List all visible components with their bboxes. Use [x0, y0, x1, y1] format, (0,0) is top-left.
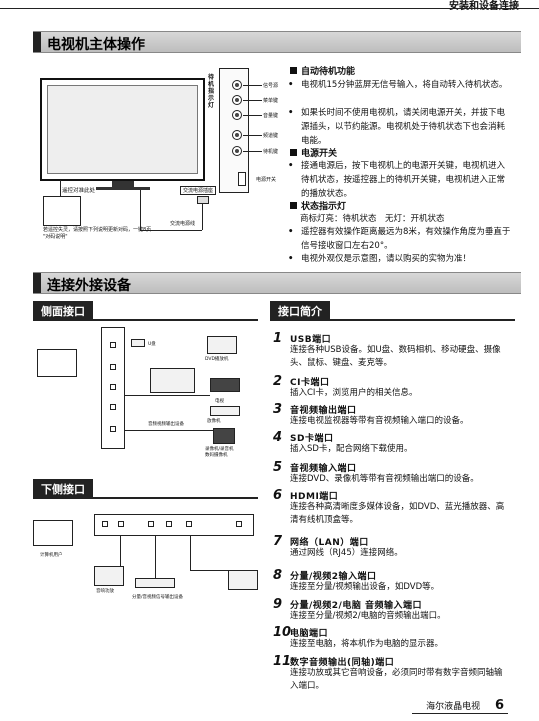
remote-title: 遥控对准此处 — [62, 188, 96, 194]
tv-illustration — [40, 78, 205, 181]
cable — [155, 536, 156, 578]
footer-brand: 海尔液晶电视 — [426, 702, 481, 712]
remote-note: 若遥控失灵，请按照下列说明更新对码，一键8页 "对码说明" — [43, 227, 152, 240]
hdmi-port-icon — [102, 521, 108, 527]
control-label: 菜单键 — [263, 98, 279, 104]
header-rule — [0, 8, 539, 9]
power-cable — [140, 190, 141, 230]
av-in-port-icon — [110, 426, 116, 432]
component-port-icon — [148, 521, 154, 527]
tab-bottom-ports: 下侧接口 — [33, 479, 93, 497]
tv-small-icon — [37, 349, 77, 377]
menu-button-icon — [232, 95, 242, 105]
lan-port-icon — [118, 521, 124, 527]
coax-port-icon — [236, 521, 242, 527]
power-switch-label: 电源开关 — [256, 177, 277, 183]
tab-underline — [33, 497, 258, 499]
header-title: 安装和设备连接 — [449, 1, 519, 12]
standby-bullet: •电视机15分钟蓝屏无信号输入，将自动转入待机状态。 — [288, 80, 508, 90]
indicator-bullet: •遥控器有效操作距离最远为8米，有效操作角度为垂直于信号接收窗口左右20°。 — [288, 227, 511, 251]
device-label: 放像机 — [207, 419, 221, 424]
standby-bullet: •如果长时间不使用电视机，请关闭电源开关，并拔下电源插头，以节约能源。电视机处于… — [288, 108, 506, 146]
ci-port-icon — [110, 364, 116, 370]
cable — [120, 536, 121, 566]
speaker-icon — [94, 566, 124, 586]
device-label: 电视 — [215, 399, 224, 404]
laptop-icon — [228, 570, 258, 590]
power-heading: 电源开关 — [290, 146, 337, 159]
device-label: 计算机用户 — [40, 553, 63, 558]
section-external: 连接外接设备 — [33, 272, 521, 294]
top-header: 安装和设备连接 — [0, 0, 539, 12]
tab-underline — [33, 319, 258, 321]
power-outlet-label: 交流电源插座 — [180, 186, 217, 195]
cable — [125, 430, 213, 431]
power-cable — [202, 196, 203, 230]
page-footer: 海尔液晶电视 6 — [426, 698, 504, 713]
channel-button-icon — [232, 130, 242, 140]
standby-button-icon — [232, 146, 242, 156]
section-marker — [33, 32, 41, 52]
control-label: 频道键 — [263, 133, 279, 139]
section-main-operation: 电视机主体操作 — [33, 31, 521, 53]
source-button-icon — [232, 80, 242, 90]
control-label: 信号源 — [263, 83, 279, 89]
lead-line — [243, 100, 262, 101]
section-title: 电视机主体操作 — [47, 37, 145, 53]
power-switch-icon — [238, 172, 246, 186]
lead-line — [243, 85, 262, 86]
sd-port-icon — [110, 404, 116, 410]
tv-screen — [47, 85, 198, 174]
device-label: 分量/音视频信号输出设备 — [132, 595, 184, 600]
usb-port-icon — [110, 342, 116, 348]
outlet-icon — [197, 196, 209, 204]
device-label: 音频视频输出设备 — [148, 422, 184, 427]
camcorder-icon — [213, 428, 235, 444]
device-label: U盘 — [148, 342, 156, 347]
section-marker — [33, 273, 41, 293]
device-label: DVD播放机 — [205, 357, 229, 362]
pc-port-icon — [186, 521, 192, 527]
volume-button-icon — [232, 110, 242, 120]
control-label: 音量键 — [263, 113, 279, 119]
bottom-port-panel — [94, 514, 254, 536]
lead-line — [243, 135, 262, 136]
audio-port-icon — [166, 521, 172, 527]
tv-device-icon — [150, 368, 195, 393]
recorder-icon — [210, 406, 240, 416]
tv-small-icon — [33, 520, 73, 546]
cable — [125, 395, 210, 396]
lead-line — [243, 151, 262, 152]
remote-pointer-line — [60, 180, 61, 196]
device-label: 音响功放 — [96, 589, 114, 594]
device-label: 数码摄像机 — [205, 453, 228, 458]
cable — [190, 570, 228, 571]
power-bullet: •接通电源后，按下电视机上的电源开关键，电视机进入待机状态，按遥控器上的待机开关… — [288, 161, 506, 199]
section-title: 连接外接设备 — [47, 278, 131, 294]
remote-control-icon — [43, 196, 81, 226]
tab-side-ports: 侧面接口 — [33, 301, 93, 319]
power-line-label: 交流电源线 — [170, 221, 196, 227]
usb-drive-icon — [131, 339, 145, 347]
vcr-icon — [210, 378, 240, 392]
control-label: 待机键 — [263, 149, 279, 155]
tab-underline — [270, 319, 515, 321]
device-label: 录像机/录音机 — [205, 447, 234, 452]
dvd-icon — [207, 336, 237, 354]
dvd-player-icon — [135, 578, 175, 588]
standby-indicator-label: 待机指示灯 — [208, 74, 215, 109]
standby-heading: 自动待机功能 — [290, 64, 355, 77]
footer-rule — [412, 713, 508, 714]
lead-line — [243, 115, 262, 116]
indicator-line: 商标灯亮：待机状态 无灯：开机状态 — [300, 214, 445, 224]
tv-stand — [112, 181, 134, 187]
tab-interface-intro: 接口简介 — [270, 301, 330, 319]
power-cable — [140, 230, 202, 231]
indicator-bullet: •电视外观仅是示意图，请以购买的实物为准！ — [288, 254, 472, 264]
cable — [190, 536, 191, 570]
av-out-port-icon — [110, 384, 116, 390]
indicator-heading: 状态指示灯 — [290, 199, 346, 212]
page-number: 6 — [494, 698, 504, 713]
tv-base — [96, 187, 150, 190]
